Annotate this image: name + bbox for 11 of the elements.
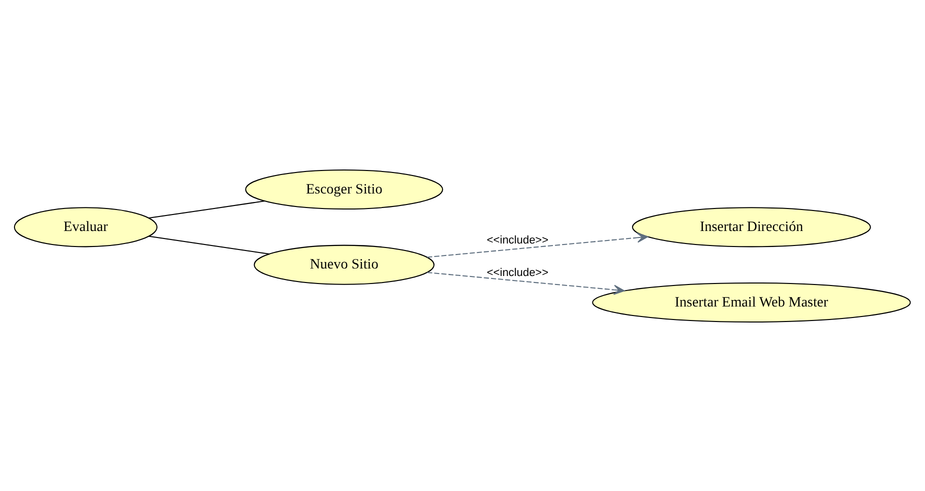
node-ellipse: Escoger Sitio <box>245 168 444 210</box>
connector <box>148 200 265 218</box>
node-ellipse: Insertar Dirección <box>632 206 871 247</box>
node-ellipse: Nuevo Sitio <box>254 244 435 284</box>
node-ellipse: Insertar Email Web Master <box>592 282 911 322</box>
arrow <box>427 232 648 258</box>
edge-label: <<include>> <box>486 234 548 246</box>
connector <box>148 235 270 254</box>
node-ellipse: Evaluar <box>14 206 158 247</box>
edge-label: <<include>> <box>486 266 548 278</box>
arrow <box>427 271 625 294</box>
